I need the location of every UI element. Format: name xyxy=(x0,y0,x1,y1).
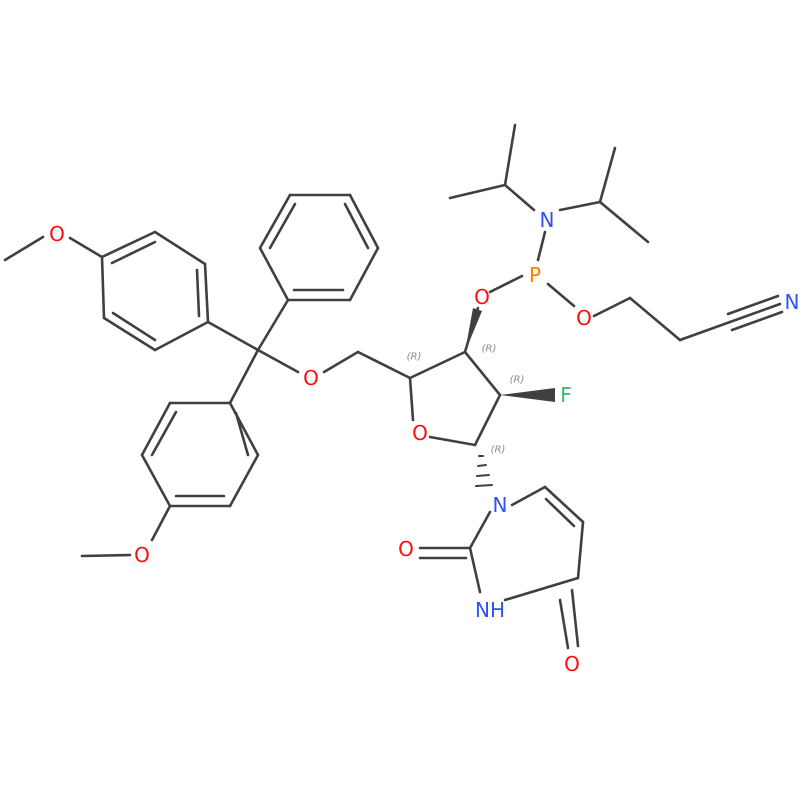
bond-ph-b xyxy=(258,193,292,250)
bond-o-ch3-bottom xyxy=(80,553,132,558)
bond-ring1-b xyxy=(153,230,207,266)
bond-c6-c5 xyxy=(543,485,585,524)
bond-ctrityl-ring2 xyxy=(228,348,260,405)
bond-n-iprL xyxy=(503,183,536,212)
atom-o-ring: O xyxy=(412,421,428,445)
bond-n1-c6 xyxy=(510,485,547,507)
bond-oring-c4 xyxy=(408,376,415,422)
bond-o-ch2a xyxy=(592,296,632,318)
bond-c2u-n1 xyxy=(468,510,492,550)
atom-n-uracil-1: N xyxy=(493,493,508,517)
bond-c4u-o-double xyxy=(570,588,580,648)
bond-c5-c4u xyxy=(576,520,585,580)
bond-iprR-b xyxy=(598,200,650,244)
bond-p-o xyxy=(546,282,576,308)
bond-ch3-o-top xyxy=(3,235,45,262)
atom-n-amine: N xyxy=(540,208,555,232)
bond-c4u-n3 xyxy=(503,576,580,602)
hashed-bond-c1-n1 xyxy=(475,455,493,487)
stereo-labels: (R) (R) (R) (R) xyxy=(407,344,525,456)
bond-ring1-e2 xyxy=(111,311,157,342)
bond-ring2-o xyxy=(150,504,172,542)
bond-ring2-a2 xyxy=(234,411,250,457)
stereo-c3: (R) xyxy=(510,375,525,386)
bond-c4-c3 xyxy=(408,350,467,380)
stereo-c5: (R) xyxy=(407,352,422,363)
bond-ring1-a2 xyxy=(110,240,157,265)
bond-ring2-e xyxy=(140,401,172,457)
atom-o-phosphite-left: O xyxy=(474,285,490,309)
bond-ring1-ctrityl xyxy=(206,320,260,352)
bond-cn-3 xyxy=(730,310,784,332)
bond-ctrityl-o xyxy=(256,348,300,374)
bond-c3-c2 xyxy=(463,350,502,397)
atom-nh-uracil-3: NH xyxy=(475,598,505,622)
bond-ctrityl-ph xyxy=(256,298,290,352)
bond-ring1-a xyxy=(100,230,157,259)
atom-o-trityl-ether: O xyxy=(303,366,319,390)
bond-skeleton xyxy=(3,123,784,650)
bond-c2-c1 xyxy=(473,393,502,447)
bond-c6-c5-double xyxy=(544,497,576,528)
bond-ph-a xyxy=(258,246,290,302)
atom-labels: O O O O O O O O P N N N NH F xyxy=(49,208,799,676)
bond-ring2-e2 xyxy=(150,410,178,457)
bond-iprL-a xyxy=(503,123,517,187)
bond-ch2-c4 xyxy=(356,350,412,380)
bond-ring1-d xyxy=(153,320,210,352)
bond-ring1-c xyxy=(203,262,210,324)
bond-c4u-o xyxy=(558,598,570,650)
bond-ring2-b xyxy=(228,453,260,508)
bond-ph-d xyxy=(348,193,380,250)
bond-ring1-c2 xyxy=(195,268,201,318)
bond-ch2b-cn xyxy=(678,320,732,342)
wedge-c3-o xyxy=(465,308,482,352)
atom-o-methoxy-top: O xyxy=(49,222,65,246)
bond-o-p xyxy=(488,274,524,294)
bond-ph-d2 xyxy=(343,202,370,250)
bond-ring2-d xyxy=(140,453,172,508)
bond-o-aryl-top xyxy=(68,236,104,259)
atom-p: P xyxy=(529,263,541,287)
bond-p-n xyxy=(536,230,547,262)
atom-f: F xyxy=(560,383,572,407)
atom-o-carbonyl-bottom: O xyxy=(564,652,580,676)
atom-o-carbonyl-left: O xyxy=(398,537,414,561)
bond-ring2-a xyxy=(228,401,260,457)
wedge-c2-f xyxy=(500,388,555,402)
bond-iprR-a xyxy=(598,146,617,204)
bond-ring1-e xyxy=(102,316,157,352)
bond-iprL-b xyxy=(448,183,507,200)
bond-ph-e xyxy=(348,246,380,302)
bond-ph-b2 xyxy=(268,202,297,250)
bond-cn-1 xyxy=(728,302,782,324)
bond-c1-oring xyxy=(428,435,477,447)
bond-o-ch2 xyxy=(322,350,360,374)
bond-n-iprR xyxy=(558,200,602,212)
bond-cn-2 xyxy=(726,294,780,316)
bond-ch2a-ch2b xyxy=(628,296,682,342)
atom-o-phosphite-right: O xyxy=(576,306,592,330)
stereo-c4: (R) xyxy=(482,344,497,355)
bond-ring1-f xyxy=(100,255,106,320)
bond-n3-c2u xyxy=(468,546,482,594)
stereo-c1: (R) xyxy=(491,445,506,456)
atom-n-nitrile: N xyxy=(785,290,800,314)
atom-o-methoxy-bottom: O xyxy=(134,543,150,567)
